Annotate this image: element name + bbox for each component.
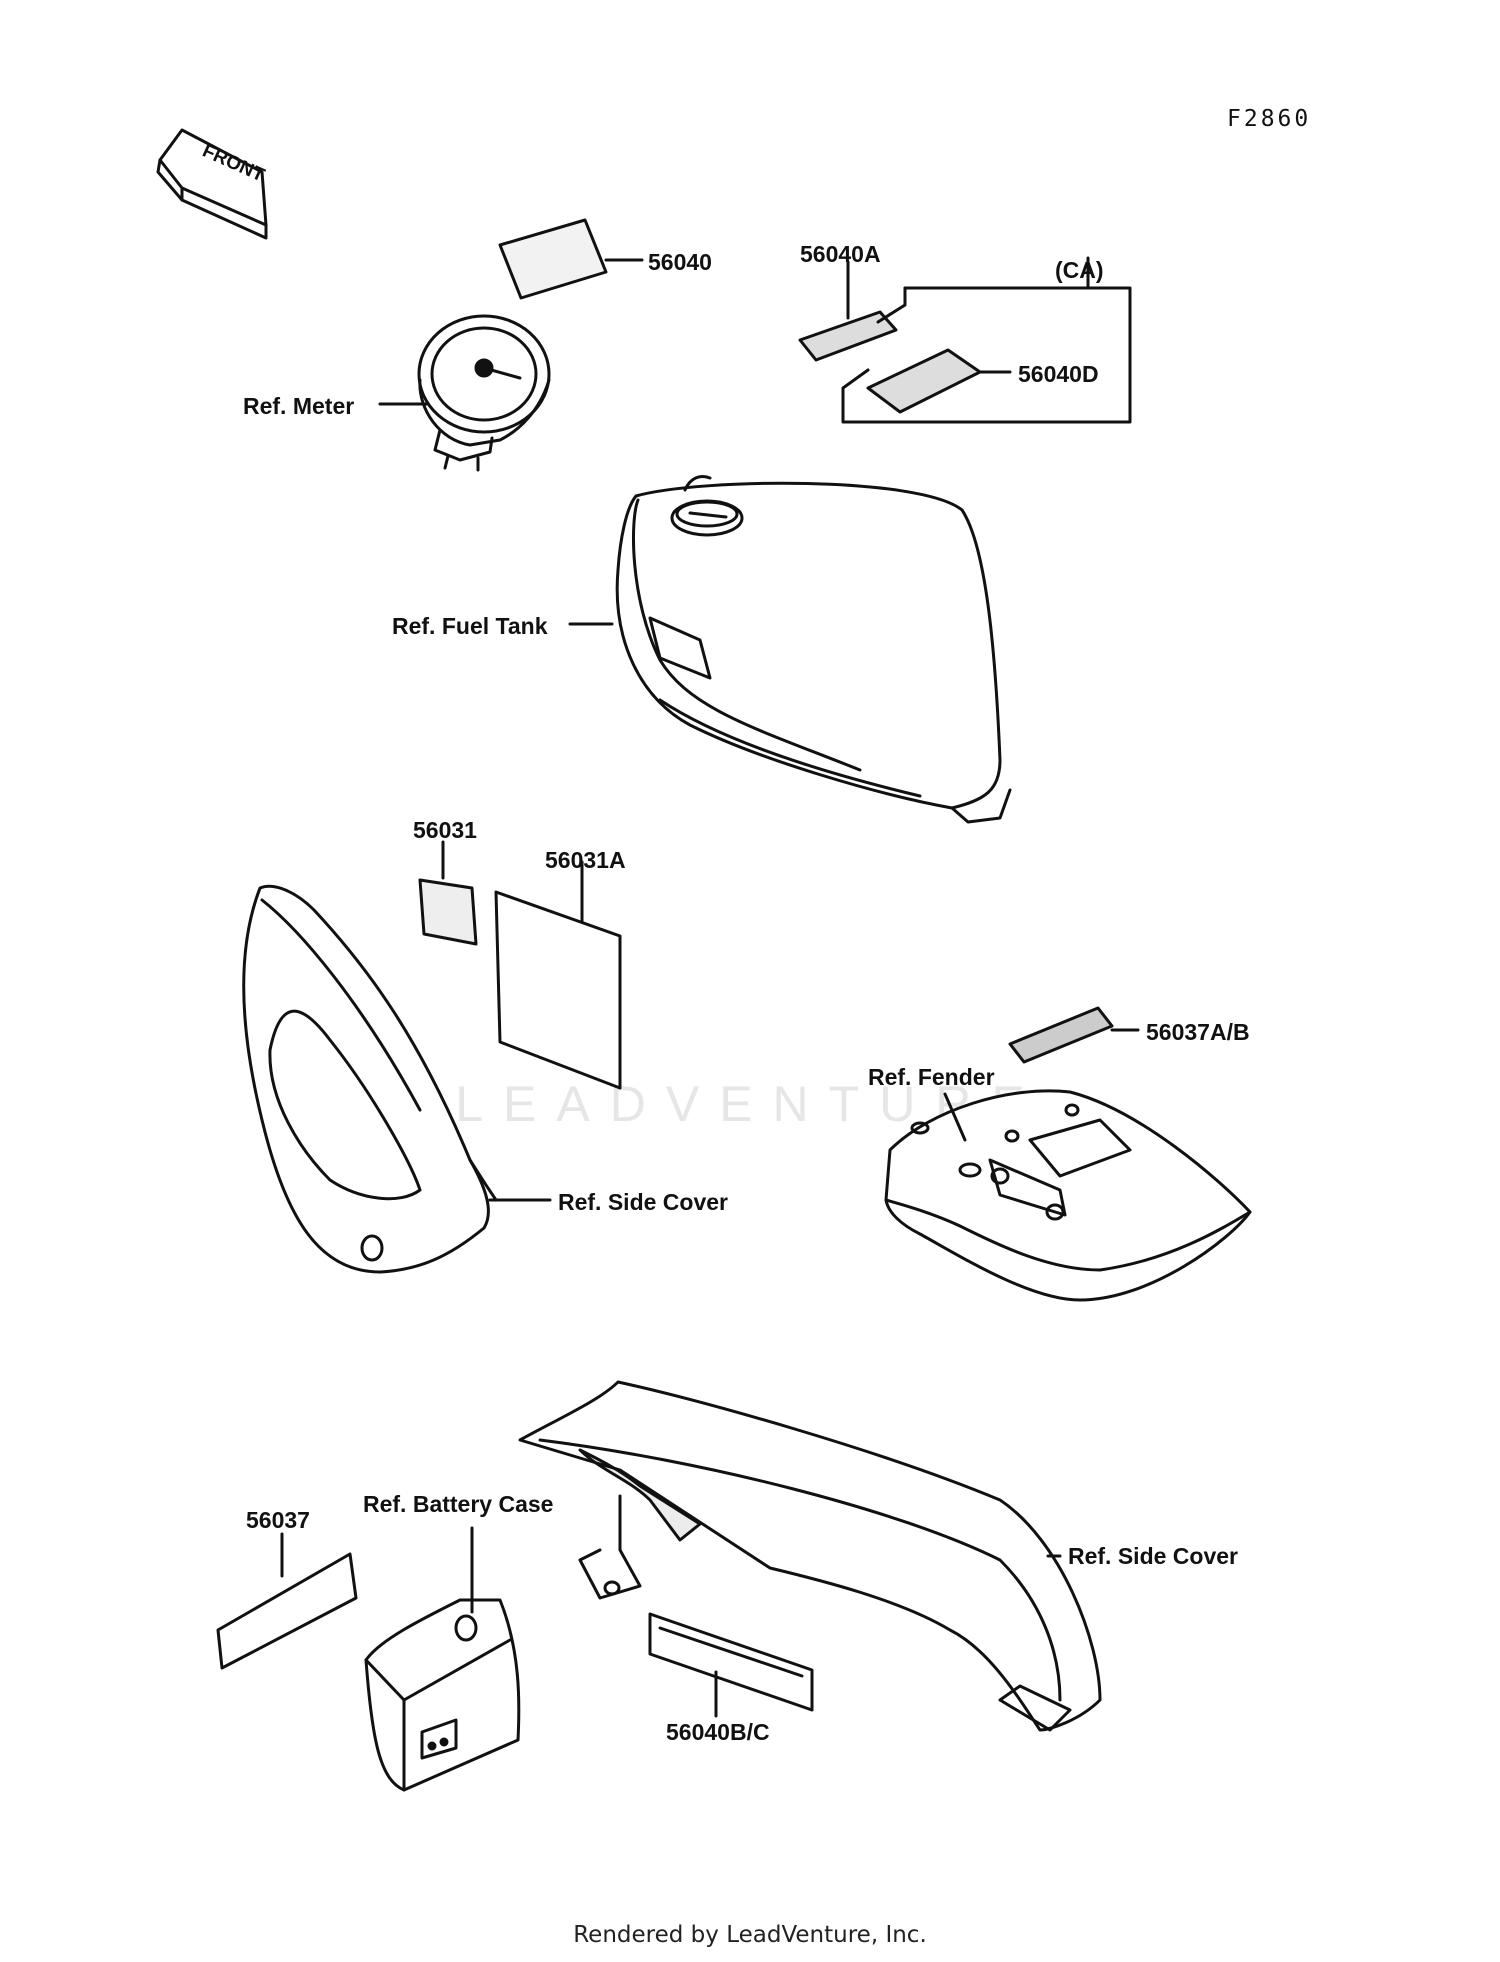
- label-56040BC: 56040B/C: [666, 1719, 770, 1745]
- battery-case-part[interactable]: [364, 1526, 521, 1792]
- label-56031: 56031: [413, 817, 477, 843]
- label-56040A-part[interactable]: [798, 260, 898, 362]
- label-battery-case: Ref. Battery Case: [363, 1491, 553, 1517]
- label-fender: Ref. Fender: [868, 1064, 995, 1090]
- ca-bracket: [841, 256, 1132, 424]
- label-56037-part[interactable]: [216, 1532, 358, 1670]
- label-56040A: 56040A: [800, 241, 881, 267]
- label-56040D: 56040D: [1018, 361, 1099, 387]
- label-56040BC-part[interactable]: [648, 1612, 814, 1718]
- label-fuel-tank: Ref. Fuel Tank: [392, 613, 548, 639]
- side-cover-bottom-part[interactable]: [518, 1380, 1102, 1732]
- fuel-tank-part[interactable]: [568, 475, 1012, 824]
- figure-id: F2860: [1227, 106, 1311, 132]
- label-56040D-part[interactable]: [866, 348, 1012, 414]
- fender-part[interactable]: [884, 1089, 1252, 1302]
- label-56040-part[interactable]: [498, 218, 644, 300]
- side-cover-left-part[interactable]: [242, 884, 552, 1274]
- label-56037: 56037: [246, 1507, 310, 1533]
- label-56040: 56040: [648, 249, 712, 275]
- front-arrow-icon: [156, 128, 268, 240]
- label-56037AB-part[interactable]: [1008, 1006, 1140, 1064]
- footer-credit: Rendered by LeadVenture, Inc.: [573, 1922, 927, 1948]
- label-side-cover-1: Ref. Side Cover: [558, 1189, 728, 1215]
- label-meter: Ref. Meter: [243, 393, 354, 419]
- label-ca: (CA): [1055, 257, 1104, 283]
- meter-part[interactable]: [378, 314, 551, 472]
- label-56031-part[interactable]: [418, 840, 478, 946]
- label-56031A: 56031A: [545, 847, 626, 873]
- label-side-cover-2: Ref. Side Cover: [1068, 1543, 1238, 1569]
- label-56037AB: 56037A/B: [1146, 1019, 1250, 1045]
- label-56031A-part[interactable]: [494, 860, 622, 1090]
